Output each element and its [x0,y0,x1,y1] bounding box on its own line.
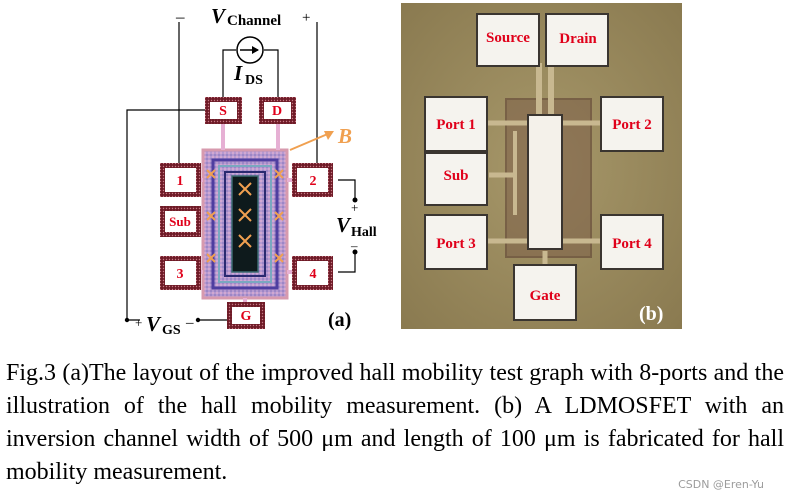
pad-1: 1 [160,163,201,197]
svg-text:2: 2 [310,174,317,189]
v-hall-terminal-minus [352,249,358,255]
svg-text:Port 4: Port 4 [612,236,652,252]
b-field-arrow: B [289,124,352,151]
v-gs-terminal-plus [124,317,130,323]
svg-text:Gate: Gate [530,288,561,304]
svg-text:D: D [272,104,282,119]
svg-text:+: + [351,200,358,215]
svg-text:Source: Source [486,30,530,46]
svg-text:3: 3 [177,267,184,282]
pad-d: D [259,97,296,124]
v-gs-label: + V GS – [135,312,194,338]
panel-label-a: (a) [328,309,351,331]
svg-text:DS: DS [245,73,263,88]
svg-text:–: – [350,238,358,253]
pad-drain: Drain [545,13,609,67]
svg-text:Port 1: Port 1 [436,117,476,133]
svg-text:–: – [185,315,194,331]
svg-text:Hall: Hall [351,225,377,240]
svg-text:Sub: Sub [169,214,191,229]
v-channel-minus: – [175,7,185,26]
pad-port-4: Port 4 [600,214,664,270]
svg-text:GS: GS [162,323,181,338]
v-hall-terminal-plus [352,197,358,203]
svg-text:V: V [336,213,352,237]
pad-port-2: Port 2 [600,96,664,152]
pad-2: 2 [292,163,333,197]
svg-text:Channel: Channel [227,13,281,29]
svg-text:Port 3: Port 3 [436,236,476,252]
svg-text:1: 1 [177,174,184,189]
ids-label: I DS [233,61,263,88]
device-layout [201,122,292,302]
channel-region [527,114,563,250]
wiring [126,22,356,321]
pad-4: 4 [292,256,333,290]
figure-caption: Fig.3 (a)The layout of the improved hall… [6,360,784,485]
svg-text:G: G [241,309,252,324]
magnetic-field-marks [206,169,284,263]
svg-text:+: + [135,315,142,330]
pad-sub: Sub [160,206,201,237]
svg-text:Drain: Drain [559,31,597,47]
svg-text:S: S [219,104,227,119]
pad-sub-photo: Sub [424,152,488,206]
pad-s: S [205,97,242,124]
watermark: CSDN @Eren-Yu [678,478,764,491]
pad-gate: Gate [513,264,577,321]
pad-source: Source [476,13,540,67]
svg-text:B: B [337,124,352,148]
figure-b: Source Drain Port 1 Port 2 Sub Port 3 Po… [401,3,682,329]
v-hall-label: + V Hall – [336,200,377,253]
v-channel-label: – V Channel + [175,4,310,29]
ammeter-icon [236,36,264,64]
svg-text:I: I [233,61,243,85]
svg-text:Sub: Sub [443,168,468,184]
svg-text:Port 2: Port 2 [612,117,652,133]
v-channel-plus: + [302,10,310,26]
svg-text:V: V [146,312,162,336]
v-gs-terminal-minus [195,317,201,323]
figure-a: – V Channel + I DS [124,4,377,338]
pad-g: G [227,302,265,329]
pad-3: 3 [160,256,201,290]
panel-label-b: (b) [639,303,663,325]
svg-text:4: 4 [310,267,317,282]
pad-port-1: Port 1 [424,96,488,152]
pad-port-3: Port 3 [424,214,488,270]
svg-text:V: V [211,4,227,28]
